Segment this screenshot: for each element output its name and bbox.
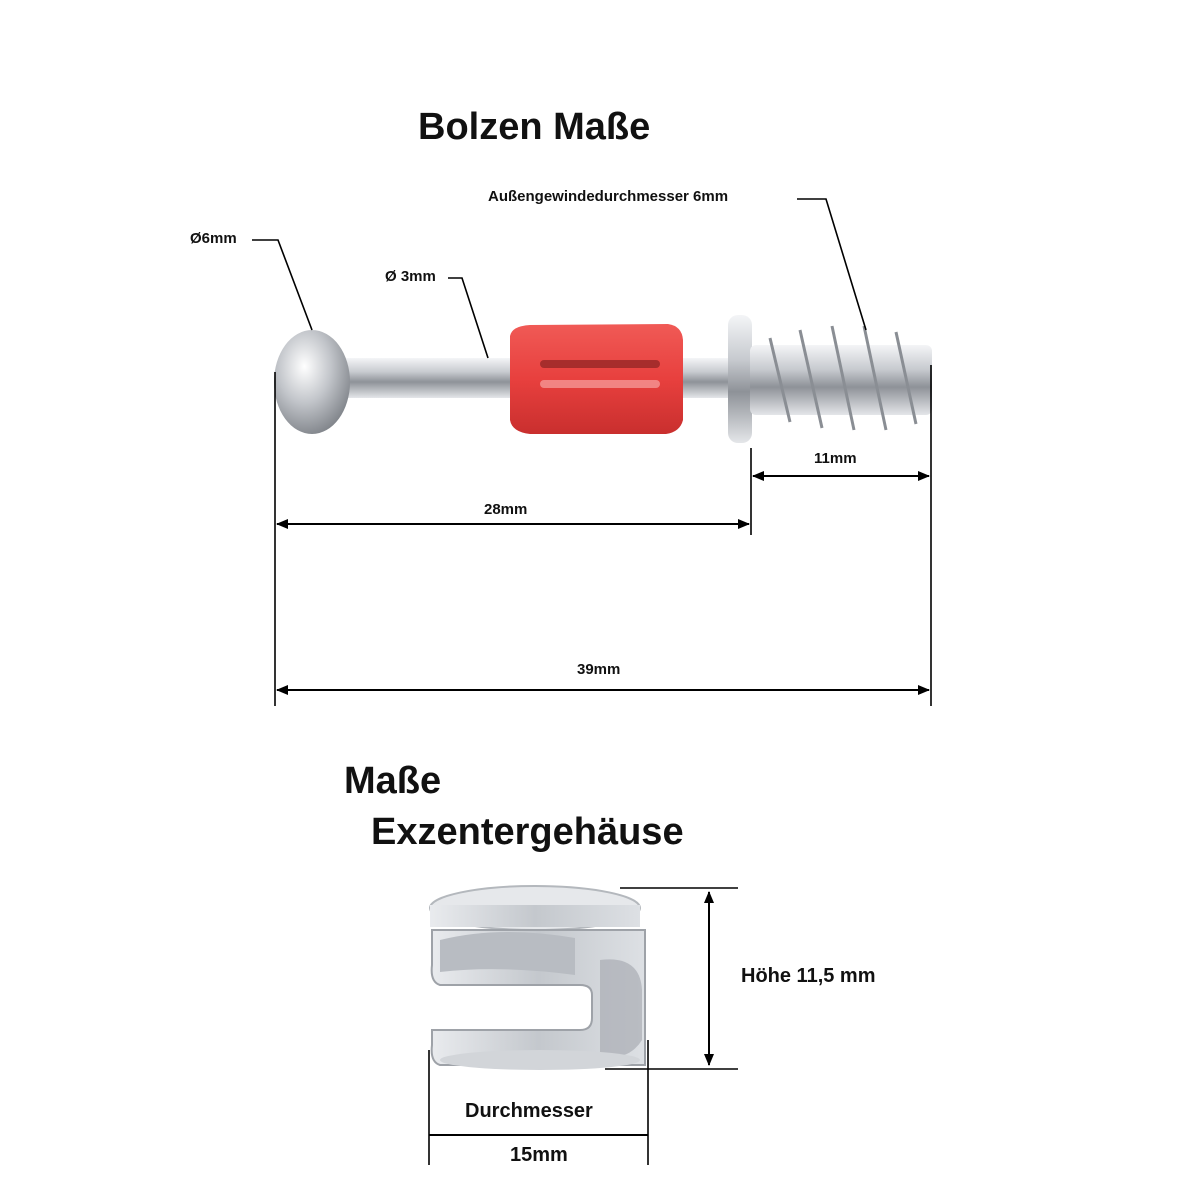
bolt-head — [274, 330, 350, 434]
bolt-image — [274, 315, 932, 443]
housing-image — [429, 885, 646, 1070]
bolt-title: Bolzen Maße — [418, 106, 651, 148]
diameter-value: 15mm — [510, 1144, 568, 1166]
bolt-thread-core — [750, 345, 932, 415]
thread-diameter-label: Außengewindedurchmesser 6mm — [488, 188, 729, 205]
housing-dimension-lines — [429, 891, 714, 1136]
bolt-leader-lines — [252, 198, 867, 359]
bolt-sleeve — [510, 324, 683, 434]
thread-length-label: 11mm — [814, 450, 857, 467]
housing-title-line1: Maße — [344, 760, 442, 802]
height-label: Höhe 11,5 mm — [741, 965, 876, 987]
housing-title-line2: Exzentergehäuse — [371, 811, 684, 853]
bolt-flange — [728, 315, 752, 443]
total-length-label: 39mm — [577, 661, 621, 678]
shaft-length-label: 28mm — [484, 501, 528, 518]
bolt-extension-lines — [274, 365, 932, 706]
housing-extension-lines — [428, 887, 738, 1165]
head-diameter-label: Ø6mm — [190, 230, 237, 247]
bolt-thread-ridges — [768, 325, 918, 431]
shaft-diameter-label: Ø 3mm — [385, 268, 436, 285]
bolt-dimension-lines — [276, 471, 930, 695]
diameter-caption: Durchmesser — [465, 1100, 593, 1122]
